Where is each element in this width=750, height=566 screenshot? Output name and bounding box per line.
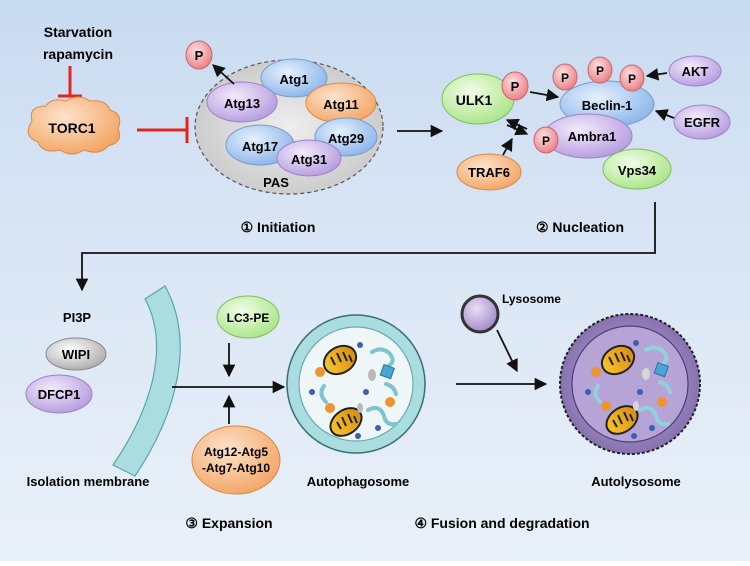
phospho-beclin1-c-label: P xyxy=(628,72,636,86)
arrow-traf6-to-ulk1 xyxy=(500,137,513,156)
wipi-node xyxy=(45,337,107,371)
isolation-membrane-label: Isolation membrane xyxy=(27,474,150,489)
atg1-node xyxy=(260,58,328,98)
atg29-label: Atg29 xyxy=(328,131,364,146)
atg17-label: Atg17 xyxy=(242,139,278,154)
atg1-label: Atg1 xyxy=(280,72,309,87)
autophagosome-vesicle xyxy=(286,314,426,454)
vps34-label: Vps34 xyxy=(618,163,657,178)
pi3p-label: PI3P xyxy=(63,310,92,325)
dfcp1-label: DFCP1 xyxy=(38,387,81,402)
lysosome-label: Lysosome xyxy=(502,292,561,306)
atg-conjugation-line2: -Atg7-Atg10 xyxy=(202,461,270,475)
autolysosome-label: Autolysosome xyxy=(591,474,681,489)
phospho-beclin1-b xyxy=(587,56,613,84)
arrow-akt-to-beclin1 xyxy=(645,68,668,81)
beclin1-label: Beclin-1 xyxy=(582,98,633,113)
pas-label: PAS xyxy=(263,175,289,190)
phospho-atg13-label: P xyxy=(195,48,204,63)
torc1-label: TORC1 xyxy=(48,120,95,136)
arrow-ulk1-to-ambra1 xyxy=(506,123,529,136)
step-expansion: ③ Expansion xyxy=(185,515,272,531)
autophagosome-label: Autophagosome xyxy=(307,474,410,489)
atg11-label: Atg11 xyxy=(323,97,358,112)
phospho-beclin1-c xyxy=(619,64,645,92)
stimulus-rapamycin: rapamycin xyxy=(43,46,113,62)
akt-label: AKT xyxy=(682,64,709,79)
step-initiation: ① Initiation xyxy=(241,219,316,235)
phospho-atg13 xyxy=(185,40,213,70)
lc3pe-node xyxy=(216,295,280,339)
phospho-beclin1-a-label: P xyxy=(561,71,569,85)
akt-node xyxy=(668,55,722,87)
isolation-membrane-shape xyxy=(112,285,181,477)
phospho-ulk1 xyxy=(501,71,529,101)
stimulus-starvation: Starvation xyxy=(44,24,112,40)
phospho-beclin1-b-label: P xyxy=(596,64,604,78)
autolysosome-vesicle xyxy=(559,313,701,455)
arrow-ambra1-to-ulk1 xyxy=(505,118,528,131)
lc3pe-label: LC3-PE xyxy=(227,311,270,325)
dfcp1-node xyxy=(25,374,93,414)
step-fusion-degradation: ④ Fusion and degradation xyxy=(414,515,589,531)
lysosome-vesicle xyxy=(460,294,500,334)
ulk1-label: ULK1 xyxy=(456,92,493,108)
arrow-egfr-to-beclin1 xyxy=(654,109,675,121)
egfr-label: EGFR xyxy=(684,115,721,130)
phospho-ambra1 xyxy=(533,126,559,154)
arrow-lysosome-to-fusion xyxy=(496,329,518,373)
atg13-node xyxy=(206,81,278,123)
atg31-label: Atg31 xyxy=(291,152,327,167)
wipi-label: WIPI xyxy=(62,347,90,362)
step-nucleation: ② Nucleation xyxy=(536,219,624,235)
atg-conjugation-node xyxy=(191,425,281,495)
arrow-nucleation-to-expansion xyxy=(75,202,656,292)
traf6-label: TRAF6 xyxy=(468,165,510,180)
phospho-ambra1-label: P xyxy=(542,134,550,148)
traf6-node xyxy=(456,153,522,191)
torc1-cloud xyxy=(27,96,121,155)
arrow-ulk1-to-beclin1 xyxy=(529,88,560,102)
phospho-beclin1-a xyxy=(552,63,578,91)
atg-conjugation-line1: Atg12-Atg5 xyxy=(204,445,268,459)
vps34-node xyxy=(602,148,672,190)
arrow-atg13-to-p xyxy=(212,64,235,85)
atg31-node xyxy=(276,139,342,177)
ambra1-label: Ambra1 xyxy=(568,129,616,144)
phospho-ulk1-label: P xyxy=(511,79,520,94)
egfr-node xyxy=(673,104,731,140)
atg13-label: Atg13 xyxy=(224,96,260,111)
